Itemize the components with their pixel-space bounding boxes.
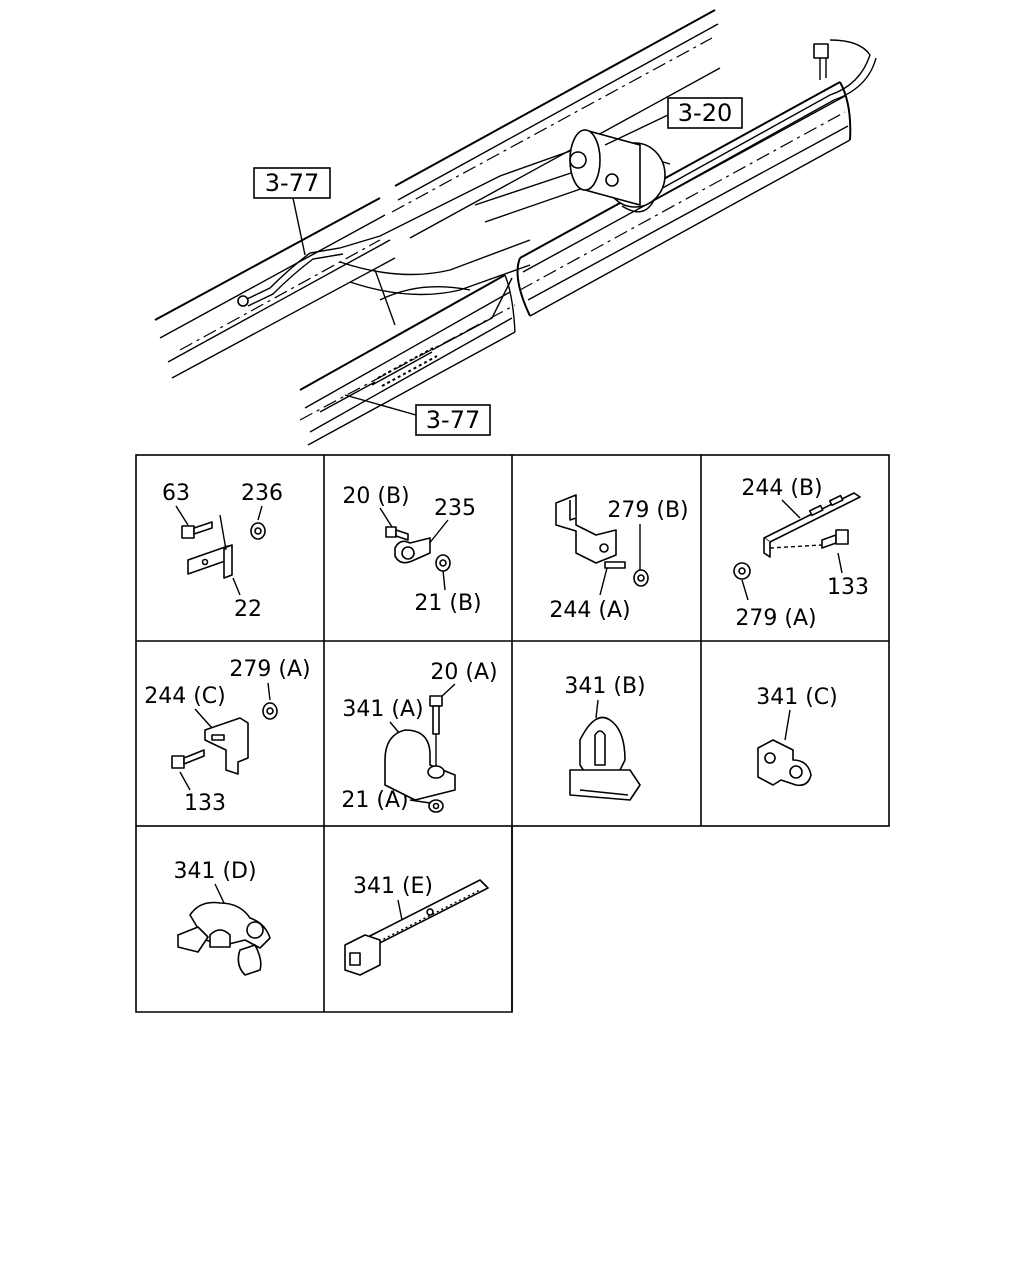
bolt-20-b xyxy=(385,526,409,541)
label-21-b: 21 (B) xyxy=(414,591,481,616)
bolt-133 xyxy=(769,529,849,549)
label-63: 63 xyxy=(162,481,190,506)
ref-box-3-77-top[interactable]: 3-77 xyxy=(253,167,331,256)
nut-21-b xyxy=(435,554,451,572)
nut-279-a xyxy=(733,562,751,580)
cell-3: 279 (B) 244 (A) xyxy=(549,494,689,623)
cell-6: 20 (A) 341 (A) 21 (A) xyxy=(341,660,497,813)
label-20-a: 20 (A) xyxy=(430,660,497,685)
bolt-133-c5 xyxy=(171,749,205,769)
label-20-b: 20 (B) xyxy=(342,484,409,509)
chassis-frame xyxy=(154,9,877,446)
clip-341-d xyxy=(177,901,271,976)
svg-text:3-77: 3-77 xyxy=(265,169,319,197)
label-235: 235 xyxy=(434,496,476,521)
label-341-b: 341 (B) xyxy=(564,674,645,699)
cell-4: 244 (B) 133 279 (A) xyxy=(733,476,869,631)
nut-236 xyxy=(250,522,266,540)
bracket-22 xyxy=(187,514,233,579)
label-341-d: 341 (D) xyxy=(173,859,256,884)
label-279-a: 279 (A) xyxy=(735,606,816,631)
nut-279-a-c5 xyxy=(262,702,278,720)
svg-text:3-77: 3-77 xyxy=(426,406,480,434)
label-236: 236 xyxy=(241,481,283,506)
cell-10: 341 (E) xyxy=(344,874,489,976)
cell-5: 279 (A) 244 (C) 133 xyxy=(144,657,310,816)
cable-tie-341-e xyxy=(344,879,489,976)
ref-box-3-77-bottom[interactable]: 3-77 xyxy=(344,394,491,436)
label-279-b: 279 (B) xyxy=(607,498,688,523)
clip-341-b xyxy=(569,716,641,801)
bracket-244-b xyxy=(763,492,861,558)
label-279-a-c5: 279 (A) xyxy=(229,657,310,682)
cell-8: 341 (C) xyxy=(756,685,838,787)
bolt-63 xyxy=(181,521,213,539)
ref-box-3-20[interactable]: 3-20 xyxy=(604,97,743,146)
svg-text:3-20: 3-20 xyxy=(678,99,732,127)
cell-9: 341 (D) xyxy=(173,859,271,976)
label-244-b: 244 (B) xyxy=(741,476,822,501)
cell-1: 63 236 22 xyxy=(162,481,283,622)
clamp-341-a xyxy=(384,729,456,801)
nut-279-b xyxy=(633,569,649,587)
bracket-244-a xyxy=(555,494,617,564)
label-21-a: 21 (A) xyxy=(341,788,408,813)
bracket-244-c xyxy=(204,717,249,775)
clip-341-c xyxy=(757,739,812,787)
cell-7: 341 (B) xyxy=(564,674,646,801)
canister xyxy=(569,129,666,208)
cell-2: 20 (B) 235 21 (B) xyxy=(342,484,481,616)
label-244-c: 244 (C) xyxy=(144,684,226,709)
label-341-c: 341 (C) xyxy=(756,685,838,710)
label-22: 22 xyxy=(234,597,262,622)
label-341-a: 341 (A) xyxy=(342,697,423,722)
clip-235 xyxy=(394,537,431,564)
label-244-a: 244 (A) xyxy=(549,598,630,623)
stud-244-a xyxy=(604,561,626,569)
parts-grid xyxy=(135,454,890,1013)
label-133-c5: 133 xyxy=(184,791,226,816)
label-341-e: 341 (E) xyxy=(353,874,433,899)
nut-21-a xyxy=(428,799,444,813)
label-133: 133 xyxy=(827,575,869,600)
